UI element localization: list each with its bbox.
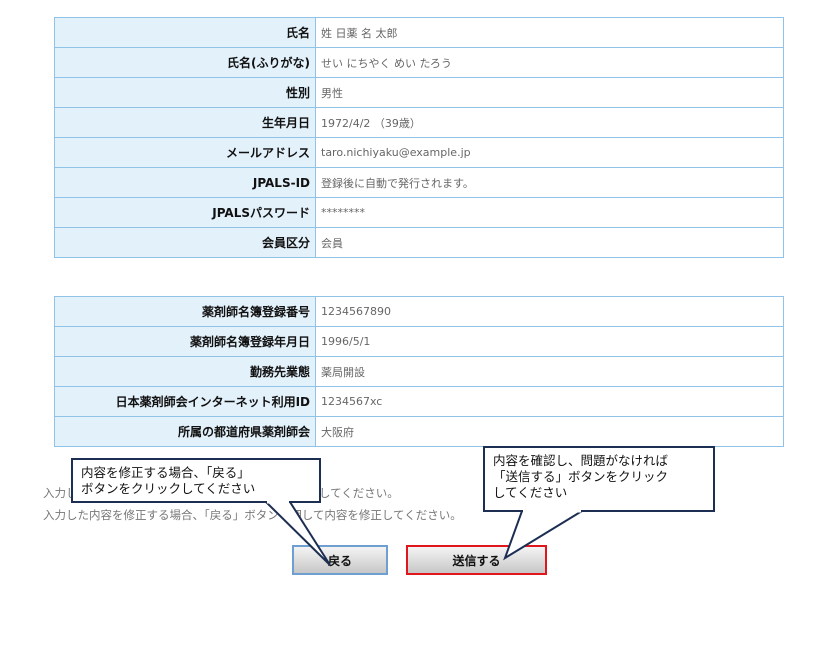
table-row: 氏名姓 日薬 名 太郎 — [54, 17, 784, 48]
table-row: JPALSパスワード******** — [54, 197, 784, 228]
table-row: 性別男性 — [54, 77, 784, 108]
table-row: 所属の都道府県薬剤師会大阪府 — [54, 416, 784, 447]
field-label: 生年月日 — [54, 107, 316, 138]
field-value: せい にちやく めい たろう — [315, 47, 784, 78]
table-row: 会員区分会員 — [54, 227, 784, 258]
field-value: 大阪府 — [315, 416, 784, 447]
field-label: 会員区分 — [54, 227, 316, 258]
back-button[interactable]: 戻る — [292, 545, 388, 575]
field-value: taro.nichiyaku@example.jp — [315, 137, 784, 168]
field-value: 男性 — [315, 77, 784, 108]
send-button[interactable]: 送信する — [406, 545, 547, 575]
field-label: 性別 — [54, 77, 316, 108]
back-instruction-text: 入力した内容を修正する場合、「戻る」ボタンを押して内容を修正してください。 — [43, 508, 462, 522]
field-value: ******** — [315, 197, 784, 228]
field-label: 薬剤師名簿登録年月日 — [54, 326, 316, 357]
field-label: メールアドレス — [54, 137, 316, 168]
field-label: 氏名 — [54, 17, 316, 48]
field-value: 1234567xc — [315, 386, 784, 417]
field-label: 日本薬剤師会インターネット利用ID — [54, 386, 316, 417]
send-hint-callout: 内容を確認し、問題がなければ 「送信する」ボタンをクリック してください — [483, 446, 715, 512]
field-label: 薬剤師名簿登録番号 — [54, 296, 316, 327]
field-value: 薬局開設 — [315, 356, 784, 387]
field-label: JPALS-ID — [54, 167, 316, 198]
field-value: 1234567890 — [315, 296, 784, 327]
table-row: 勤務先業態薬局開設 — [54, 356, 784, 387]
profile-table: 氏名姓 日薬 名 太郎氏名(ふりがな)せい にちやく めい たろう性別男性生年月… — [54, 17, 784, 258]
field-label: JPALSパスワード — [54, 197, 316, 228]
field-value: 1996/5/1 — [315, 326, 784, 357]
back-hint-callout: 内容を修正する場合、「戻る」 ボタンをクリックしてください — [71, 458, 321, 503]
field-label: 勤務先業態 — [54, 356, 316, 387]
field-label: 氏名(ふりがな) — [54, 47, 316, 78]
field-value: 姓 日薬 名 太郎 — [315, 17, 784, 48]
table-row: 氏名(ふりがな)せい にちやく めい たろう — [54, 47, 784, 78]
field-label: 所属の都道府県薬剤師会 — [54, 416, 316, 447]
field-value: 1972/4/2 （39歳） — [315, 107, 784, 138]
field-value: 登録後に自動で発行されます。 — [315, 167, 784, 198]
field-value: 会員 — [315, 227, 784, 258]
